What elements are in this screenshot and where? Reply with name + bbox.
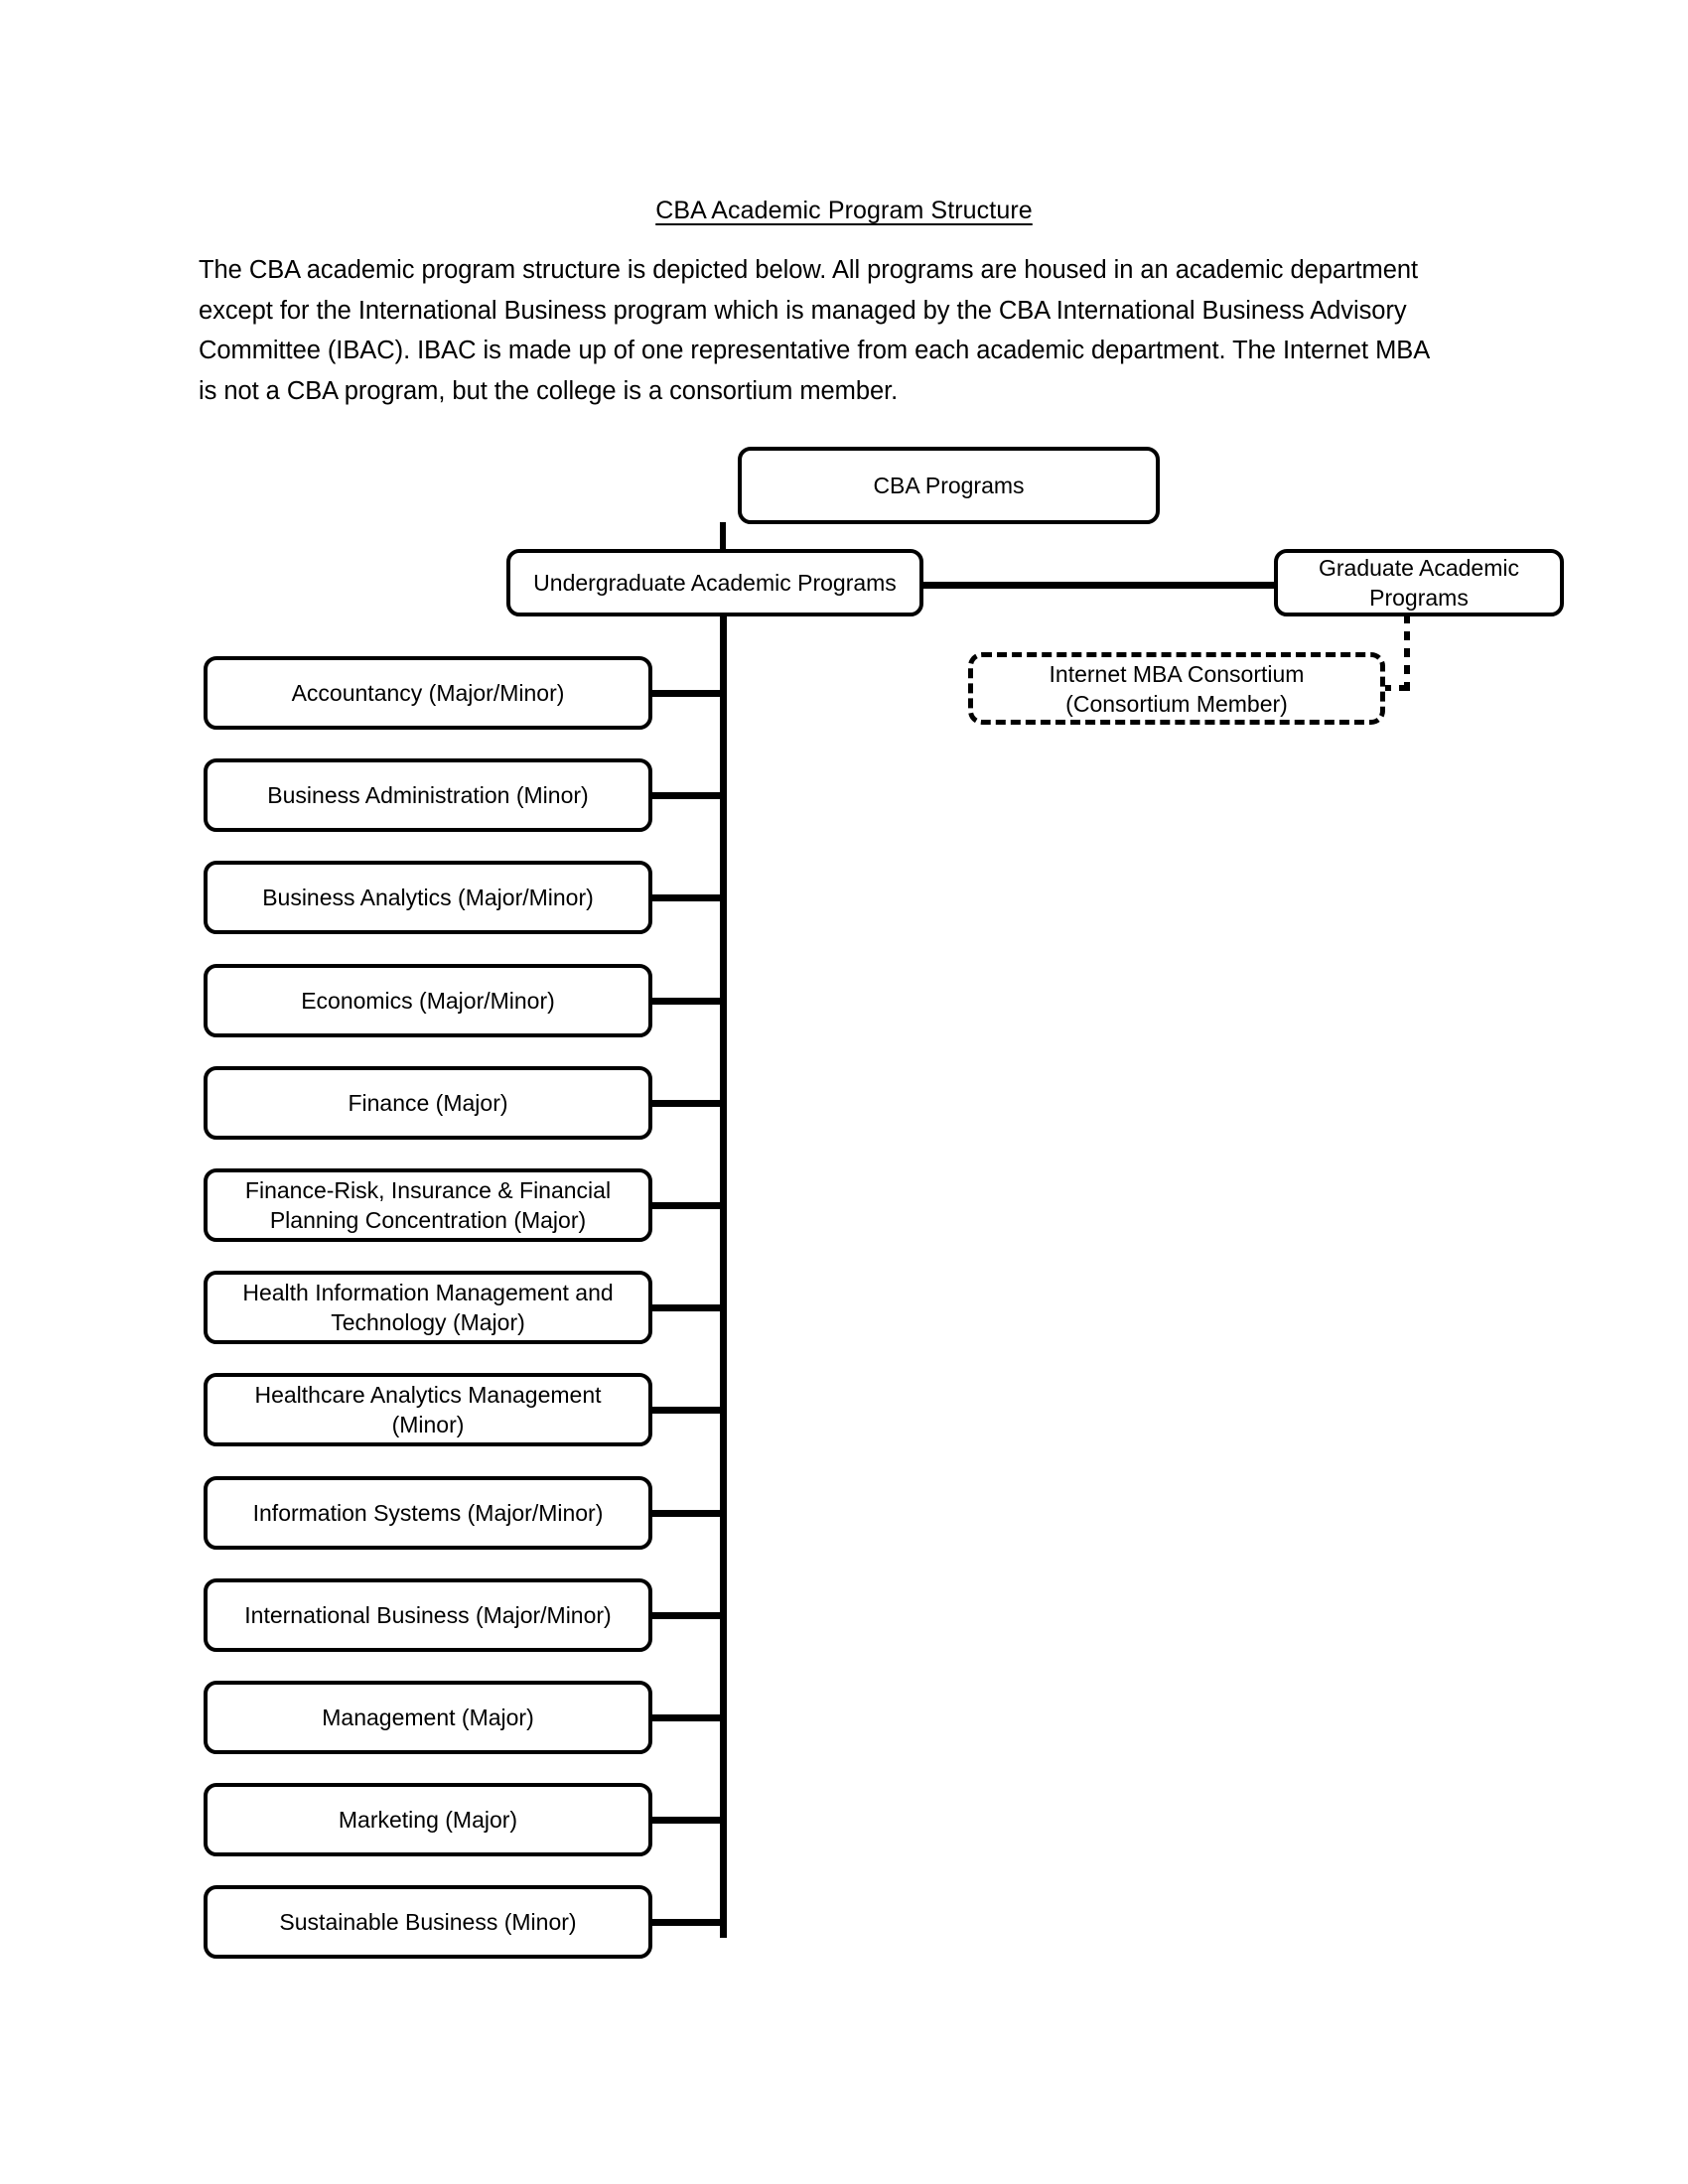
node-program-2[interactable]: Business Administration (Minor) — [204, 758, 652, 832]
node-program-11-label: Management (Major) — [322, 1705, 534, 1730]
node-program-11[interactable]: Management (Major) — [204, 1681, 652, 1754]
node-program-13[interactable]: Sustainable Business (Minor) — [204, 1885, 652, 1959]
node-cba-programs-label: CBA Programs — [873, 473, 1025, 498]
edge-root-bus — [650, 582, 1278, 589]
node-cba-programs[interactable]: CBA Programs — [738, 447, 1160, 524]
node-graduate-academic-programs[interactable]: Graduate Academic Programs — [1274, 549, 1564, 616]
edge-program-connector — [648, 1510, 726, 1517]
node-graduate-academic-programs-label: Graduate Academic Programs — [1318, 555, 1519, 611]
node-internet-mba-consortium[interactable]: Internet MBA Consortium (Consortium Memb… — [968, 652, 1385, 725]
edge-program-connector — [648, 1919, 726, 1926]
edge-program-connector — [648, 1100, 726, 1107]
node-program-13-label: Sustainable Business (Minor) — [279, 1909, 577, 1935]
edge-program-connector — [648, 1202, 726, 1209]
node-program-10[interactable]: International Business (Major/Minor) — [204, 1578, 652, 1652]
node-program-3-label: Business Analytics (Major/Minor) — [262, 885, 594, 910]
node-program-7[interactable]: Health Information Management and Techno… — [204, 1271, 652, 1344]
edge-program-connector — [648, 1304, 726, 1311]
edge-program-connector — [648, 792, 726, 799]
node-program-2-label: Business Administration (Minor) — [267, 782, 589, 808]
node-program-4[interactable]: Economics (Major/Minor) — [204, 964, 652, 1037]
node-program-9-label: Information Systems (Major/Minor) — [252, 1500, 604, 1526]
edge-program-connector — [648, 998, 726, 1005]
node-program-5[interactable]: Finance (Major) — [204, 1066, 652, 1140]
edge-program-connector — [648, 1612, 726, 1619]
node-internet-mba-consortium-label: Internet MBA Consortium (Consortium Memb… — [1049, 660, 1305, 717]
node-program-7-label: Health Information Management and Techno… — [242, 1280, 614, 1335]
edge-program-connector — [648, 1714, 726, 1721]
node-program-5-label: Finance (Major) — [348, 1090, 508, 1116]
node-program-6[interactable]: Finance-Risk, Insurance & Financial Plan… — [204, 1168, 652, 1242]
node-program-10-label: International Business (Major/Minor) — [244, 1602, 612, 1628]
node-program-12-label: Marketing (Major) — [338, 1807, 518, 1833]
node-program-8[interactable]: Healthcare Analytics Management (Minor) — [204, 1373, 652, 1446]
node-program-1-label: Accountancy (Major/Minor) — [291, 680, 565, 706]
edge-program-connector — [648, 1817, 726, 1824]
page-title: CBA Academic Program Structure — [655, 197, 1033, 224]
edge-program-connector — [648, 690, 726, 697]
edge-grad-to-mba-horizontal — [1382, 685, 1410, 691]
edge-grad-to-mba-vertical — [1404, 614, 1410, 691]
node-undergraduate-academic-programs-label: Undergraduate Academic Programs — [533, 570, 897, 596]
intro-paragraph: The CBA academic program structure is de… — [199, 256, 1429, 405]
node-program-8-label: Healthcare Analytics Management (Minor) — [254, 1382, 602, 1437]
node-program-4-label: Economics (Major/Minor) — [301, 988, 555, 1014]
node-program-1[interactable]: Accountancy (Major/Minor) — [204, 656, 652, 730]
node-program-6-label: Finance-Risk, Insurance & Financial Plan… — [244, 1177, 612, 1233]
edge-program-connector — [648, 894, 726, 901]
node-program-3[interactable]: Business Analytics (Major/Minor) — [204, 861, 652, 934]
undergraduate-spine — [720, 614, 727, 1938]
node-program-9[interactable]: Information Systems (Major/Minor) — [204, 1476, 652, 1550]
edge-program-connector — [648, 1407, 726, 1414]
node-undergraduate-academic-programs[interactable]: Undergraduate Academic Programs — [506, 549, 923, 616]
node-program-12[interactable]: Marketing (Major) — [204, 1783, 652, 1856]
